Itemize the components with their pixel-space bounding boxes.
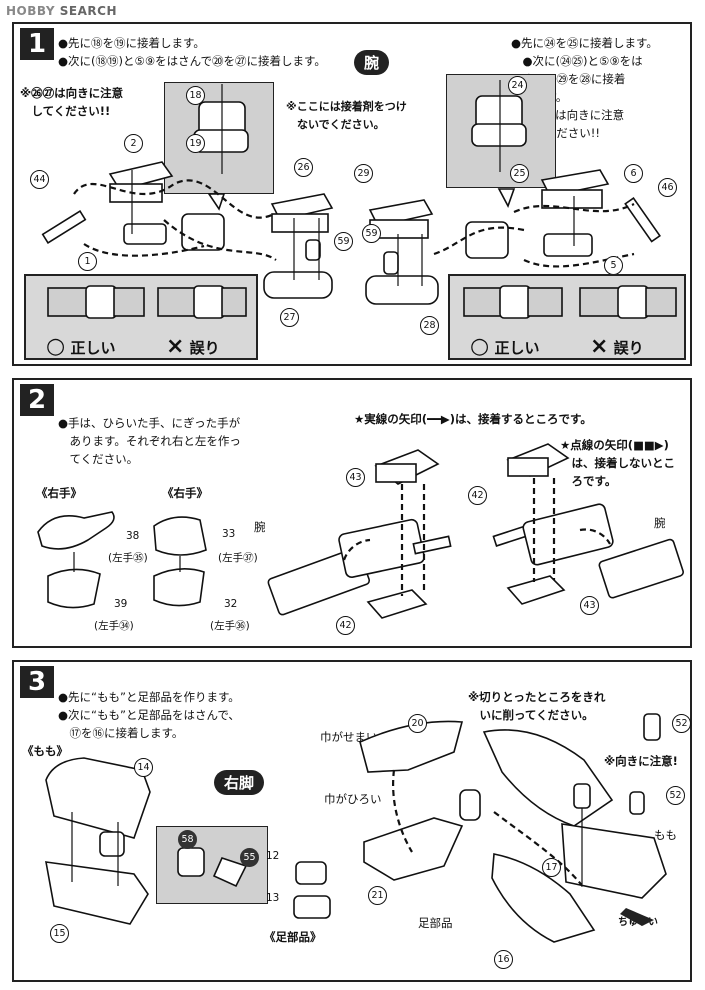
correct-symbol: ○ [470, 334, 490, 359]
step1-glue-note: ※ここには接着剤をつけ ないでください。 [286, 100, 407, 131]
part-number: 44 [30, 170, 49, 189]
part-number: 52 [666, 786, 685, 805]
part-number: 12 [266, 850, 280, 862]
part-number: 46 [658, 178, 677, 197]
step3-instructions: ●先に“もも”と足部品を作ります。 ●次に“もも”と足部品をはさんで、 ⑰を⑯に… [58, 690, 240, 740]
step-number: 3 [20, 666, 54, 698]
solid-arrow-note: ★実線の矢印(━━▶)は、接着するところです。 [354, 412, 592, 426]
part-number: 38 [126, 530, 140, 542]
step-3-panel: 3 ●先に“もも”と足部品を作ります。 ●次に“もも”と足部品をはさんで、 ⑰を… [12, 660, 692, 982]
foot-parts-label: 《足部品》 [264, 930, 322, 944]
part-number: 14 [134, 758, 153, 777]
comparison-box-left: ○ 正しい × 誤り [24, 274, 258, 360]
part-number: 32 [224, 598, 238, 610]
part-number: 52 [672, 714, 691, 733]
momo-label: 《もも》 [22, 744, 68, 758]
step1-assembly-diagram [41, 80, 661, 305]
part-number: 39 [114, 598, 128, 610]
part-number: 27 [280, 308, 299, 327]
step1-left-instructions: ●先に⑱を⑲に接着します。 ●次に(⑱⑲)と⑤⑨をはさんで⑳を㉗に接着します。 [58, 36, 326, 68]
ashibuhin-label: 足部品 [418, 916, 453, 930]
part-number: 16 [494, 950, 513, 969]
part-number: 17 [542, 858, 561, 877]
part-number: 19 [186, 134, 205, 153]
part-number: 42 [468, 486, 487, 505]
watermark: HOBBY SEARCH [6, 4, 117, 18]
right-hand-label: 《右手》 [36, 486, 82, 500]
wrong-label: 誤り [613, 339, 644, 357]
wrong-symbol: × [166, 334, 185, 359]
momo-text: もも [654, 828, 677, 842]
part-number: 43 [580, 596, 599, 615]
part-number: 21 [368, 886, 387, 905]
wrong-label: 誤り [189, 339, 220, 357]
part-number: 26 [294, 158, 313, 177]
step3-leg-diagram [45, 713, 667, 943]
part-number: 43 [346, 468, 365, 487]
step-2-panel: 2 ●手は、ひらいた手、にぎった手が あります。それぞれ右と左を作っ てください… [12, 378, 692, 648]
comparison-box-right: ○ 正しい × 誤り [448, 274, 686, 360]
correct-label: 正しい [70, 339, 116, 357]
arm-label: 腕 [254, 520, 266, 534]
part-number: 24 [508, 76, 527, 95]
step1-left-note: ※㉖㉗は向きに注意 してください!! [20, 86, 124, 118]
part-number: 2 [124, 134, 143, 153]
part-number: 42 [336, 616, 355, 635]
part-number: 6 [624, 164, 643, 183]
part-number: 33 [222, 528, 236, 540]
watermark-rest: SEARCH [59, 4, 117, 18]
part-number: (左手㉞) [94, 620, 134, 632]
part-number: 15 [50, 924, 69, 943]
watermark-brand: HOBBY [6, 4, 56, 18]
correct-symbol: ○ [46, 334, 66, 359]
right-hand-label: 《右手》 [162, 486, 208, 500]
part-number: (左手㊱) [210, 620, 250, 632]
section-label-right-leg: 右脚 [214, 770, 265, 795]
part-number: 1 [78, 252, 97, 271]
correct-label: 正しい [494, 339, 540, 357]
part-number: 59 [362, 224, 381, 243]
step-number: 2 [20, 384, 54, 416]
part-number: 55 [240, 848, 259, 867]
direction-note: ※向きに注意! [604, 754, 678, 768]
part-number: 25 [510, 164, 529, 183]
part-number: 13 [266, 892, 280, 904]
section-label-arm: 腕 [354, 50, 390, 75]
width-wide-label: 巾がひろい [324, 792, 382, 806]
part-number: 18 [186, 86, 205, 105]
part-number: (左手㉟) [108, 552, 148, 564]
arm-label: 腕 [654, 516, 666, 530]
part-number: 59 [334, 232, 353, 251]
wrong-symbol: × [590, 334, 609, 359]
step-number: 1 [20, 28, 54, 60]
step2-instructions: ●手は、ひらいた手、にぎった手が あります。それぞれ右と左を作っ てください。 [58, 416, 241, 466]
part-number: 58 [178, 830, 197, 849]
dashed-arrow-note: ★点線の矢印(■■▶) は、接着しないとこ ろです。 [560, 438, 675, 488]
part-number: 5 [604, 256, 623, 275]
step-1-panel: 1 ●先に⑱を⑲に接着します。 ●次に(⑱⑲)と⑤⑨をはさんで⑳を㉗に接着します… [12, 22, 692, 366]
part-number: (左手㊲) [218, 552, 258, 564]
cut-note: ※切りとったところをきれ いに削ってください。 [468, 690, 606, 722]
part-number: 29 [354, 164, 373, 183]
part-number: 20 [408, 714, 427, 733]
part-number: 28 [420, 316, 439, 335]
step2-hand-diagram [37, 443, 684, 619]
